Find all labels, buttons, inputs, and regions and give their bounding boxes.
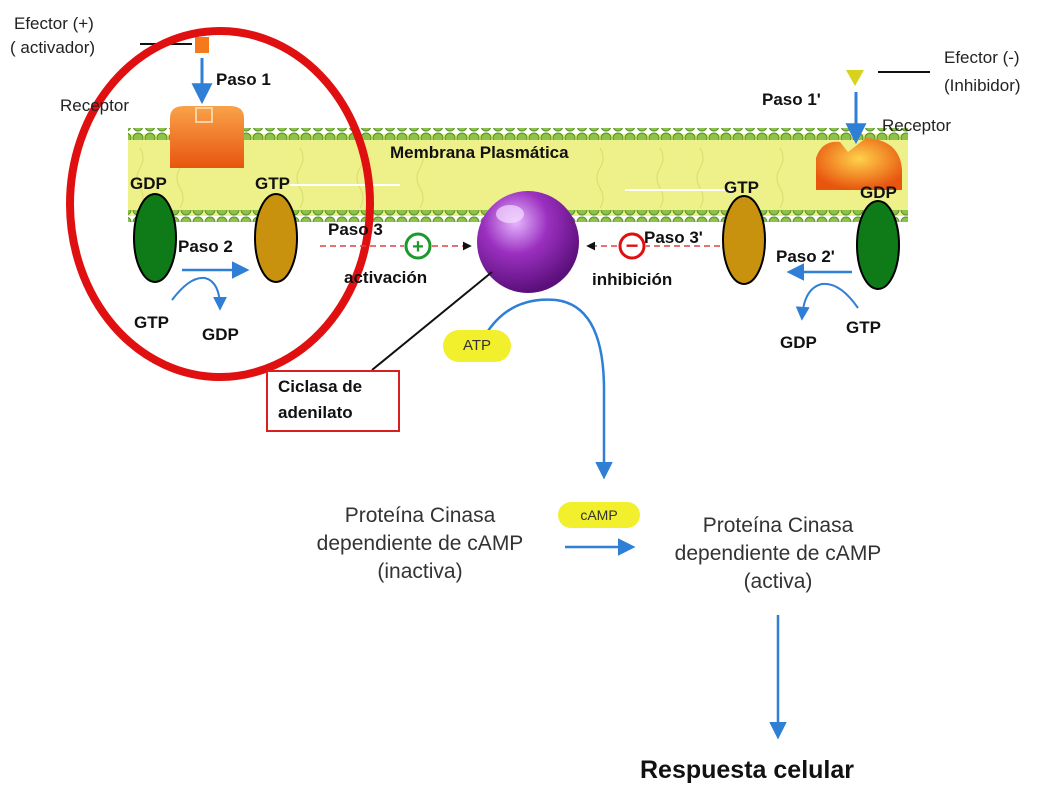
- pk-active-block: Proteína Cinasa dependiente de cAMP (act…: [648, 512, 908, 596]
- g-protein-alpha-left: [133, 193, 177, 283]
- pk-inactive-block: Proteína Cinasa dependiente de cAMP (ina…: [290, 502, 550, 586]
- gdp-right-bottom-label: GDP: [780, 333, 817, 352]
- inhibition-minus-sign: −: [626, 233, 639, 258]
- receptor-left-label: Receptor: [60, 96, 129, 115]
- g-protein-alpha-right: [856, 200, 900, 290]
- activacion-label: activación: [344, 268, 428, 287]
- pk-inactive-line-2: dependiente de cAMP: [316, 532, 524, 555]
- paso3p-label: Paso 3': [644, 228, 703, 247]
- gtp-left-top-label: GTP: [255, 174, 290, 193]
- activation-plus-icon: [404, 232, 432, 260]
- efector-activator-label-2: ( activador): [10, 38, 96, 57]
- ciclasa-adenilato-box: Ciclasa de adenilato: [266, 370, 400, 432]
- gtp-right-bottom-label: GTP: [846, 318, 881, 337]
- pk-active-line-2: dependiente de cAMP: [674, 542, 882, 565]
- effector-activator-shape: [195, 37, 209, 53]
- inhibition-minus-icon: [618, 232, 646, 260]
- receptor-right-shape: [816, 138, 902, 190]
- pk-inactive-line-1: Proteína Cinasa: [344, 504, 496, 527]
- gdp-right-top-label: GDP: [860, 183, 897, 202]
- highlight-circle: [66, 27, 374, 381]
- ciclasa-label-1: Ciclasa de: [278, 377, 363, 396]
- camp-badge: cAMP: [558, 502, 640, 528]
- paso1-label: Paso 1: [216, 70, 271, 89]
- receptor-right-label: Receptor: [882, 116, 951, 135]
- efector-inhibitor-label-1: Efector (-): [944, 48, 1020, 67]
- membrana-label: Membrana Plasmática: [390, 143, 569, 162]
- atp-to-camp-arrow: [484, 298, 613, 480]
- ciclasa-label-2: adenilato: [278, 403, 353, 422]
- respuesta-celular-label: Respuesta celular: [640, 756, 854, 784]
- effector-inhibitor-shape: [846, 70, 864, 86]
- pk-inactive-line-3: (inactiva): [377, 560, 463, 583]
- adenylate-cyclase-sphere: [477, 191, 579, 293]
- paso2p-label: Paso 2': [776, 247, 835, 266]
- gtp-left-bottom-label: GTP: [134, 313, 169, 332]
- gdp-left-top-label: GDP: [130, 174, 167, 193]
- receptor-left-shape: [170, 106, 244, 168]
- paso2-label: Paso 2: [178, 237, 233, 256]
- efector-inhibitor-label-2: (Inhibidor): [944, 76, 1021, 95]
- efector-activator-label-1: Efector (+): [14, 14, 94, 33]
- atp-badge: ATP: [443, 330, 511, 362]
- pk-active-line-3: (activa): [743, 570, 813, 593]
- g-protein-gold-left: [254, 193, 298, 283]
- gdp-left-bottom-label: GDP: [202, 325, 239, 344]
- gtp-right-top-label: GTP: [724, 178, 759, 197]
- g-protein-gold-right: [722, 195, 766, 285]
- paso1p-label: Paso 1': [762, 90, 821, 109]
- paso3-label: Paso 3: [328, 220, 383, 239]
- activation-plus-sign: +: [412, 236, 424, 258]
- pk-active-line-1: Proteína Cinasa: [702, 514, 854, 537]
- inhibicion-label: inhibición: [592, 270, 673, 289]
